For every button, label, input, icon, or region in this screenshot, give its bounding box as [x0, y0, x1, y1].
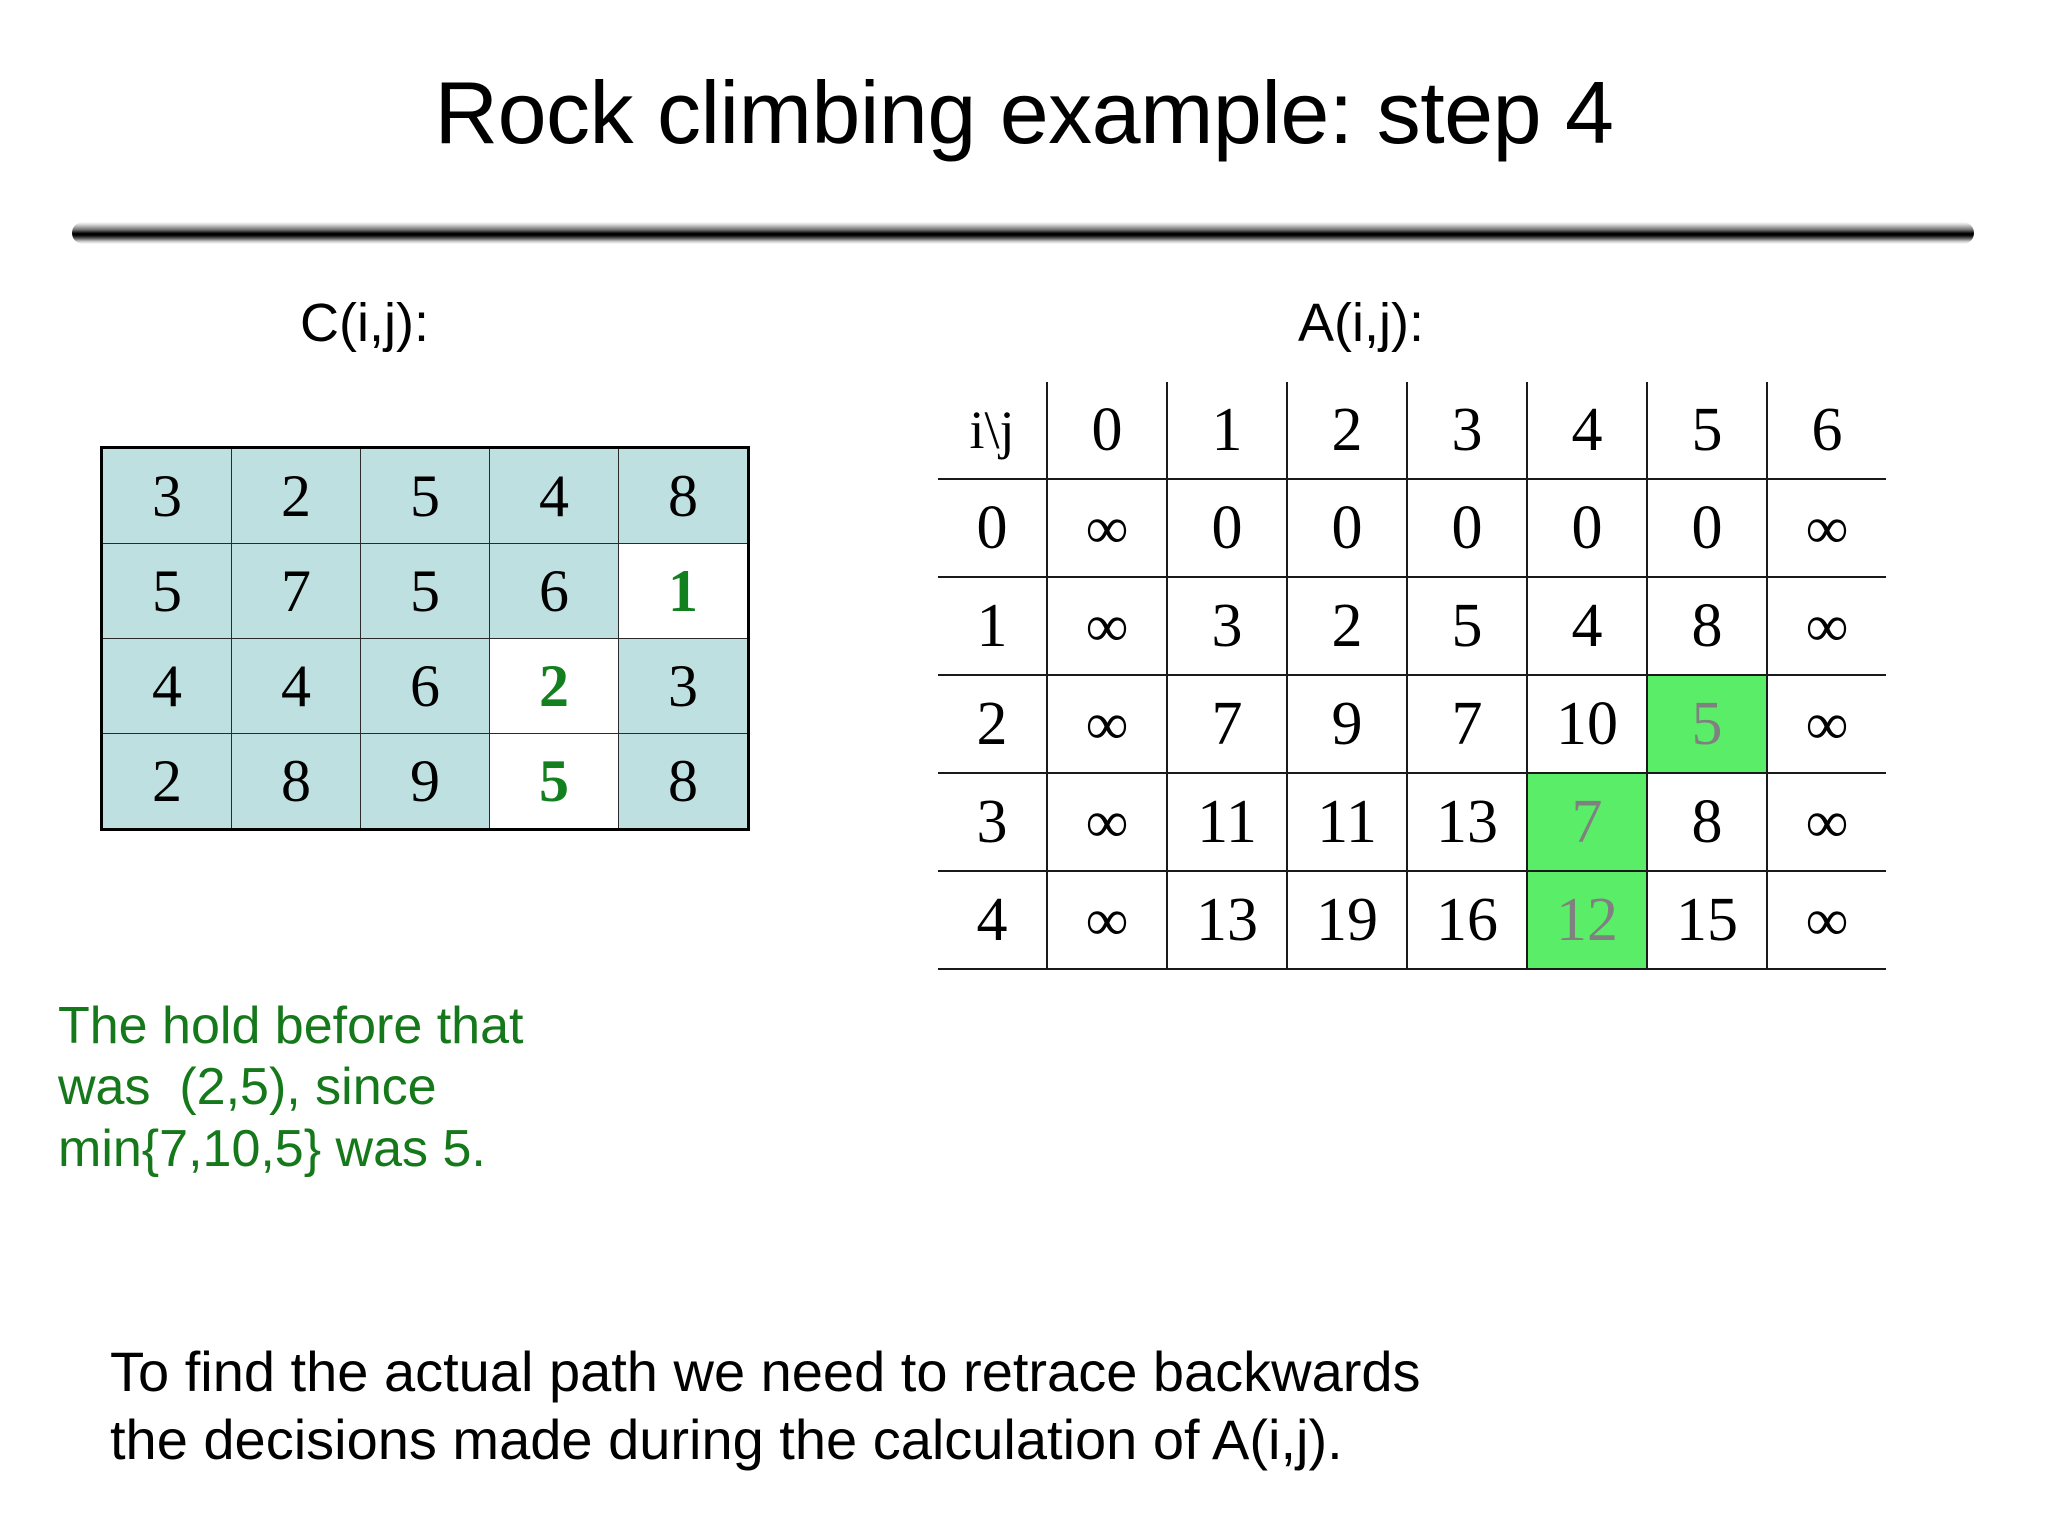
a-col-header-2: 2: [1286, 382, 1408, 480]
c-cell-1-4-highlighted: 1: [618, 543, 749, 639]
a-col-header-4: 4: [1526, 382, 1648, 480]
c-cell-1-1: 7: [231, 543, 361, 639]
footer-line-1: To find the actual path we need to retra…: [110, 1340, 1421, 1403]
a-row-header-2: 2: [938, 674, 1048, 774]
a-cell-1-4: 4: [1526, 576, 1648, 676]
c-cell-0-1: 2: [231, 447, 361, 544]
a-cell-3-0: ∞: [1046, 772, 1168, 872]
a-cell-1-0: ∞: [1046, 576, 1168, 676]
c-cell-1-2: 5: [360, 543, 490, 639]
a-cell-3-6: ∞: [1766, 772, 1886, 872]
a-cell-2-3: 7: [1406, 674, 1528, 774]
a-cell-3-3: 13: [1406, 772, 1528, 872]
a-cell-3-2: 11: [1286, 772, 1408, 872]
c-matrix-caption: C(i,j):: [300, 293, 429, 353]
a-cell-1-2: 2: [1286, 576, 1408, 676]
a-cell-2-5-highlighted: 5: [1646, 674, 1768, 774]
table-row: 4 4 6 2 3: [101, 638, 749, 734]
c-cell-0-2: 5: [360, 447, 490, 544]
table-row: 4 ∞ 13 19 16 12 15 ∞: [938, 870, 1886, 970]
c-matrix-table: 3 2 5 4 8 5 7 5 6 1 4 4 6 2 3 2 8 9 5 8: [100, 446, 750, 831]
a-row-header-1: 1: [938, 576, 1048, 676]
footer-note: To find the actual path we need to retra…: [110, 1338, 1910, 1475]
a-col-header-3: 3: [1406, 382, 1528, 480]
a-col-header-1: 1: [1166, 382, 1288, 480]
c-cell-1-3: 6: [489, 543, 619, 639]
c-cell-3-0: 2: [101, 733, 232, 830]
table-row: 2 ∞ 7 9 7 10 5 ∞: [938, 674, 1886, 774]
a-cell-2-2: 9: [1286, 674, 1408, 774]
a-row-header-0: 0: [938, 478, 1048, 578]
a-cell-1-1: 3: [1166, 576, 1288, 676]
a-cell-4-5: 15: [1646, 870, 1768, 970]
c-cell-2-2: 6: [360, 638, 490, 734]
a-row-header-4: 4: [938, 870, 1048, 970]
table-row: 3 ∞ 11 11 13 7 8 ∞: [938, 772, 1886, 872]
a-cell-2-1: 7: [1166, 674, 1288, 774]
a-cell-3-1: 11: [1166, 772, 1288, 872]
table-row: 0 ∞ 0 0 0 0 0 ∞: [938, 478, 1886, 578]
title-divider: [72, 222, 1974, 244]
a-cell-4-0: ∞: [1046, 870, 1168, 970]
commentary-text-block: The hold before that was (2,5), since mi…: [58, 996, 758, 1180]
table-row: 2 8 9 5 8: [101, 733, 749, 830]
c-cell-1-0: 5: [101, 543, 232, 639]
a-cell-4-3: 16: [1406, 870, 1528, 970]
a-matrix-caption: A(i,j):: [1298, 293, 1424, 353]
a-row-header-3: 3: [938, 772, 1048, 872]
a-cell-0-4: 0: [1526, 478, 1648, 578]
a-col-header-5: 5: [1646, 382, 1768, 480]
c-cell-2-4: 3: [618, 638, 749, 734]
a-cell-2-4: 10: [1526, 674, 1648, 774]
commentary-line-2: was (2,5), since: [58, 1058, 437, 1117]
a-matrix-table: i\j 0 1 2 3 4 5 6 0 ∞ 0 0 0 0 0 ∞ 1 ∞ 3 …: [938, 382, 1886, 970]
a-col-header-6: 6: [1766, 382, 1886, 480]
c-cell-0-4: 8: [618, 447, 749, 544]
a-cell-0-6: ∞: [1766, 478, 1886, 578]
table-row: 5 7 5 6 1: [101, 543, 749, 639]
a-cell-4-2: 19: [1286, 870, 1408, 970]
a-cell-1-6: ∞: [1766, 576, 1886, 676]
a-cell-3-5: 8: [1646, 772, 1768, 872]
a-corner-label: i\j: [938, 382, 1048, 480]
page-title: Rock climbing example: step 4: [434, 63, 1614, 162]
c-cell-0-3: 4: [489, 447, 619, 544]
table-header-row: i\j 0 1 2 3 4 5 6: [938, 382, 1886, 480]
commentary-line-1: The hold before that: [58, 997, 524, 1055]
c-cell-3-2: 9: [360, 733, 490, 830]
a-cell-0-3: 0: [1406, 478, 1528, 578]
a-cell-3-4-highlighted: 7: [1526, 772, 1648, 872]
a-cell-0-2: 0: [1286, 478, 1408, 578]
commentary-line-3: min{7,10,5} was 5.: [58, 1119, 486, 1178]
a-col-header-0: 0: [1046, 382, 1168, 480]
a-cell-0-5: 0: [1646, 478, 1768, 578]
a-cell-4-1: 13: [1166, 870, 1288, 970]
c-cell-3-4: 8: [618, 733, 749, 830]
a-cell-0-1: 0: [1166, 478, 1288, 578]
a-cell-4-6: ∞: [1766, 870, 1886, 970]
c-cell-0-0: 3: [101, 447, 232, 544]
a-cell-2-6: ∞: [1766, 674, 1886, 774]
a-cell-0-0: ∞: [1046, 478, 1168, 578]
a-cell-4-4-highlighted: 12: [1526, 870, 1648, 970]
table-row: 1 ∞ 3 2 5 4 8 ∞: [938, 576, 1886, 676]
table-row: 3 2 5 4 8: [101, 447, 749, 544]
footer-line-2: the decisions made during the calculatio…: [110, 1408, 1343, 1472]
c-cell-2-0: 4: [101, 638, 232, 734]
c-cell-2-1: 4: [231, 638, 361, 734]
c-cell-3-3-highlighted: 5: [489, 733, 619, 830]
a-cell-1-3: 5: [1406, 576, 1528, 676]
a-cell-2-0: ∞: [1046, 674, 1168, 774]
c-cell-2-3-highlighted: 2: [489, 638, 619, 734]
a-cell-1-5: 8: [1646, 576, 1768, 676]
c-cell-3-1: 8: [231, 733, 361, 830]
